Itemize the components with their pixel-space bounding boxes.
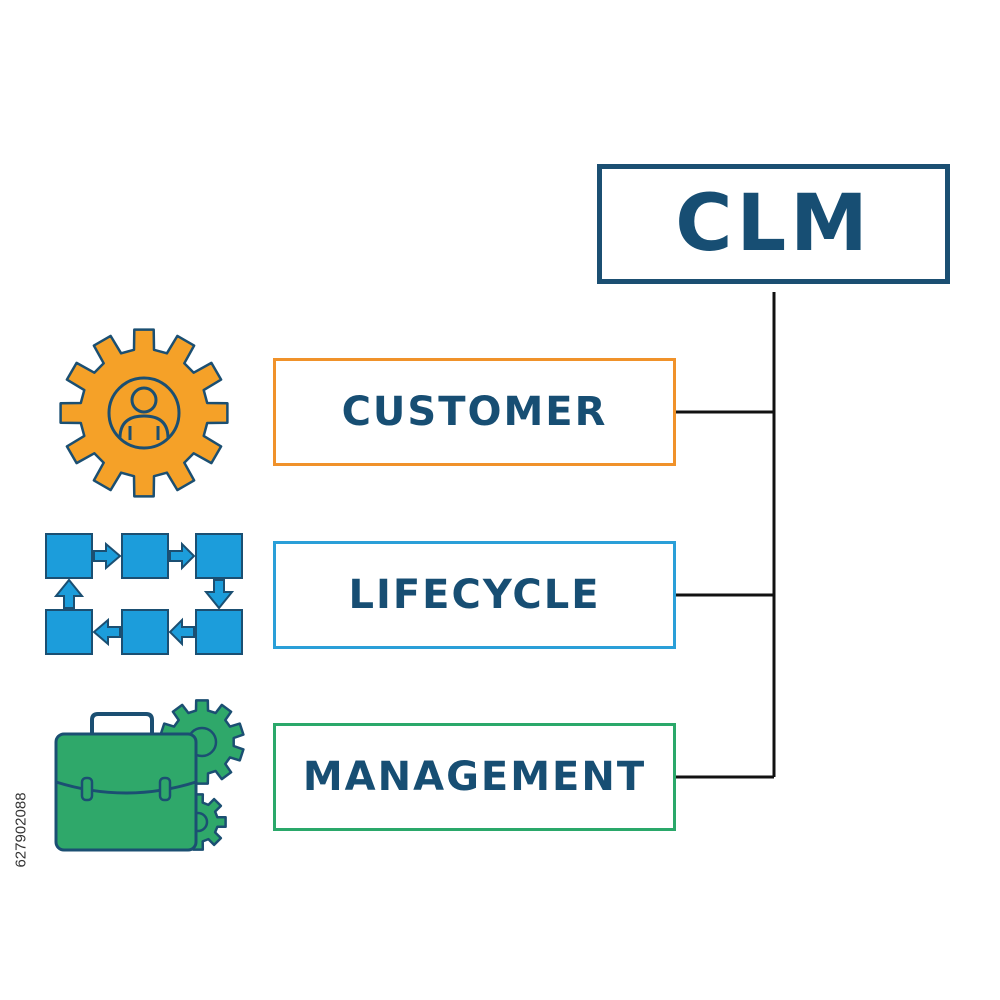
lifecycle-box: LIFECYCLE (273, 541, 676, 649)
customer-box: CUSTOMER (273, 358, 676, 466)
stock-id: 627902088 (6, 760, 36, 900)
customer-label: CUSTOMER (341, 389, 608, 435)
management-box: MANAGEMENT (273, 723, 676, 831)
title-box: CLM (597, 164, 950, 284)
title-text: CLM (675, 179, 872, 269)
management-label: MANAGEMENT (302, 754, 647, 800)
lifecycle-flow-icon (45, 533, 243, 655)
stock-id-text: 627902088 (12, 792, 30, 868)
lifecycle-label: LIFECYCLE (348, 572, 601, 618)
briefcase-gear-icon (54, 699, 245, 852)
customer-gear-icon (59, 328, 229, 498)
